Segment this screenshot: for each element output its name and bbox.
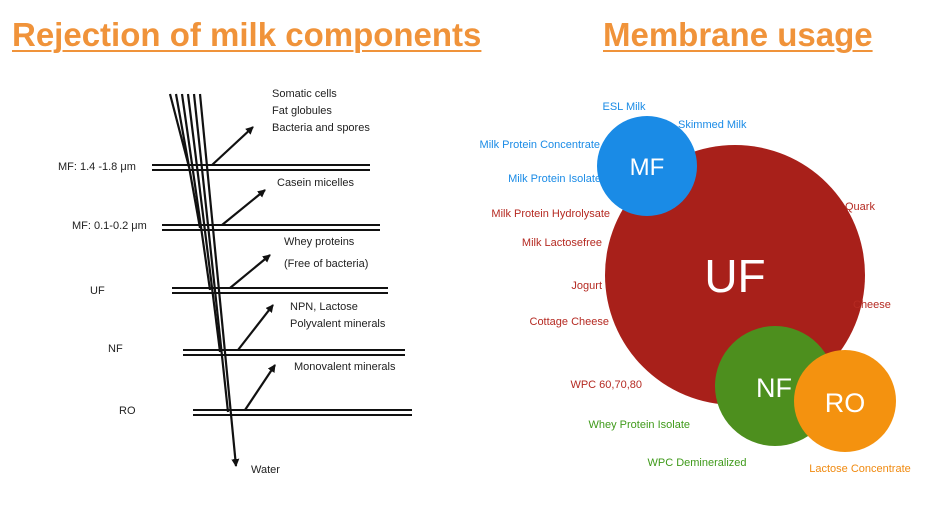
app-jogurt: Jogurt <box>571 280 602 292</box>
app-milk-protein-concentrate: Milk Protein Concentrate <box>480 139 600 151</box>
app-esl-milk: ESL Milk <box>603 101 646 113</box>
mf-bubble-label: MF <box>630 154 665 181</box>
membrane-usage-diagram: UF MF NF RO ESL Milk Skimmed Milk Milk P… <box>480 101 911 475</box>
feed-streams <box>168 93 240 467</box>
stage-label-mf-coarse: MF: 1.4 -1.8 μm <box>58 161 136 173</box>
permeate-water-label: Water <box>251 464 280 476</box>
membrane-bar-nf <box>183 349 405 356</box>
app-wpc-demineralized: WPC Demineralized <box>647 457 746 469</box>
app-cheese: Cheese <box>853 299 891 311</box>
retained-free-of-bacteria: (Free of bacteria) <box>284 258 368 270</box>
ro-bubble-label: RO <box>825 388 866 418</box>
retained-fat-globules: Fat globules <box>272 105 332 117</box>
retentate-arrows <box>211 126 276 411</box>
stage-label-mf-fine: MF: 0.1-0.2 μm <box>72 220 147 232</box>
ro-bubble <box>794 350 896 452</box>
app-quark: Quark <box>845 201 875 213</box>
membrane-bar-uf <box>172 287 388 294</box>
retained-monovalent-minerals: Monovalent minerals <box>294 361 396 373</box>
nf-bubble-label: NF <box>756 373 792 403</box>
retained-casein-micelles: Casein micelles <box>277 177 355 189</box>
app-whey-protein-isolate: Whey Protein Isolate <box>589 419 691 431</box>
retained-whey-proteins: Whey proteins <box>284 236 355 248</box>
app-lactose-concentrate: Lactose Concentrate <box>809 463 911 475</box>
app-milk-protein-hydrolysate: Milk Protein Hydrolysate <box>491 208 610 220</box>
mf-bubble <box>597 116 697 216</box>
app-cottage-cheese: Cottage Cheese <box>530 316 610 328</box>
retained-polyvalent-minerals: Polyvalent minerals <box>290 318 386 330</box>
membrane-bar-mf-coarse <box>152 164 370 171</box>
uf-bubble-label: UF <box>704 250 765 302</box>
stage-label-nf: NF <box>108 343 123 355</box>
stage-label-ro: RO <box>119 405 136 417</box>
membrane-usage-title: Membrane usage <box>603 16 873 53</box>
retained-bacteria-spores: Bacteria and spores <box>272 122 370 134</box>
membrane-bar-ro <box>193 409 412 416</box>
app-wpc-60-70-80: WPC 60,70,80 <box>570 379 642 391</box>
rejection-diagram: MF: 1.4 -1.8 μm MF: 0.1-0.2 μm UF NF RO … <box>58 88 412 476</box>
rejection-title: Rejection of milk components <box>12 16 482 53</box>
app-milk-lactosefree: Milk Lactosefree <box>522 237 602 249</box>
stage-label-uf: UF <box>90 285 105 297</box>
app-skimmed-milk: Skimmed Milk <box>678 119 747 131</box>
app-milk-protein-isolate: Milk Protein Isolate <box>508 173 601 185</box>
retained-npn-lactose: NPN, Lactose <box>290 301 358 313</box>
retained-somatic-cells: Somatic cells <box>272 88 337 100</box>
membrane-bar-mf-fine <box>162 224 380 231</box>
